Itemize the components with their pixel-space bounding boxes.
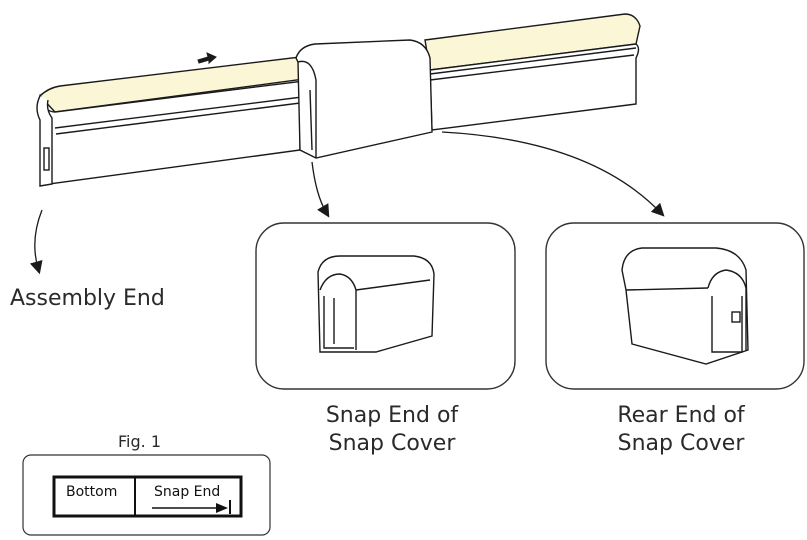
right-light-strip: [424, 13, 641, 71]
fig1-bottom-label: Bottom: [66, 484, 118, 500]
snap-end-cover-drawing: [317, 255, 435, 353]
snap-end-caption-line1: Snap End of: [325, 403, 459, 428]
rear-end-cover-drawing: [621, 247, 749, 365]
assembly-end-cap: [36, 95, 53, 187]
snap-cover-sleeve: [295, 39, 433, 159]
direction-arrow-icon: [197, 52, 217, 65]
snap-end-caption-line2: Snap Cover: [328, 431, 456, 456]
fig1-snap-end-label: Snap End: [154, 484, 221, 500]
rear-end-caption-line2: Snap Cover: [617, 431, 745, 456]
assembly-end-label: Assembly End: [10, 286, 165, 311]
assembly-end-arrow: [29, 209, 43, 275]
rear-end-caption-line1: Rear End of: [617, 403, 745, 428]
fig1-label-box: [52, 475, 243, 518]
rear-end-arrow: [441, 131, 665, 217]
led-strip-assembly: [36, 13, 641, 187]
fig1-title: Fig. 1: [118, 432, 161, 451]
fig1-direction-arrow-icon: [216, 503, 228, 513]
right-profile-body: [429, 43, 640, 131]
snap-end-arrow: [311, 161, 330, 218]
